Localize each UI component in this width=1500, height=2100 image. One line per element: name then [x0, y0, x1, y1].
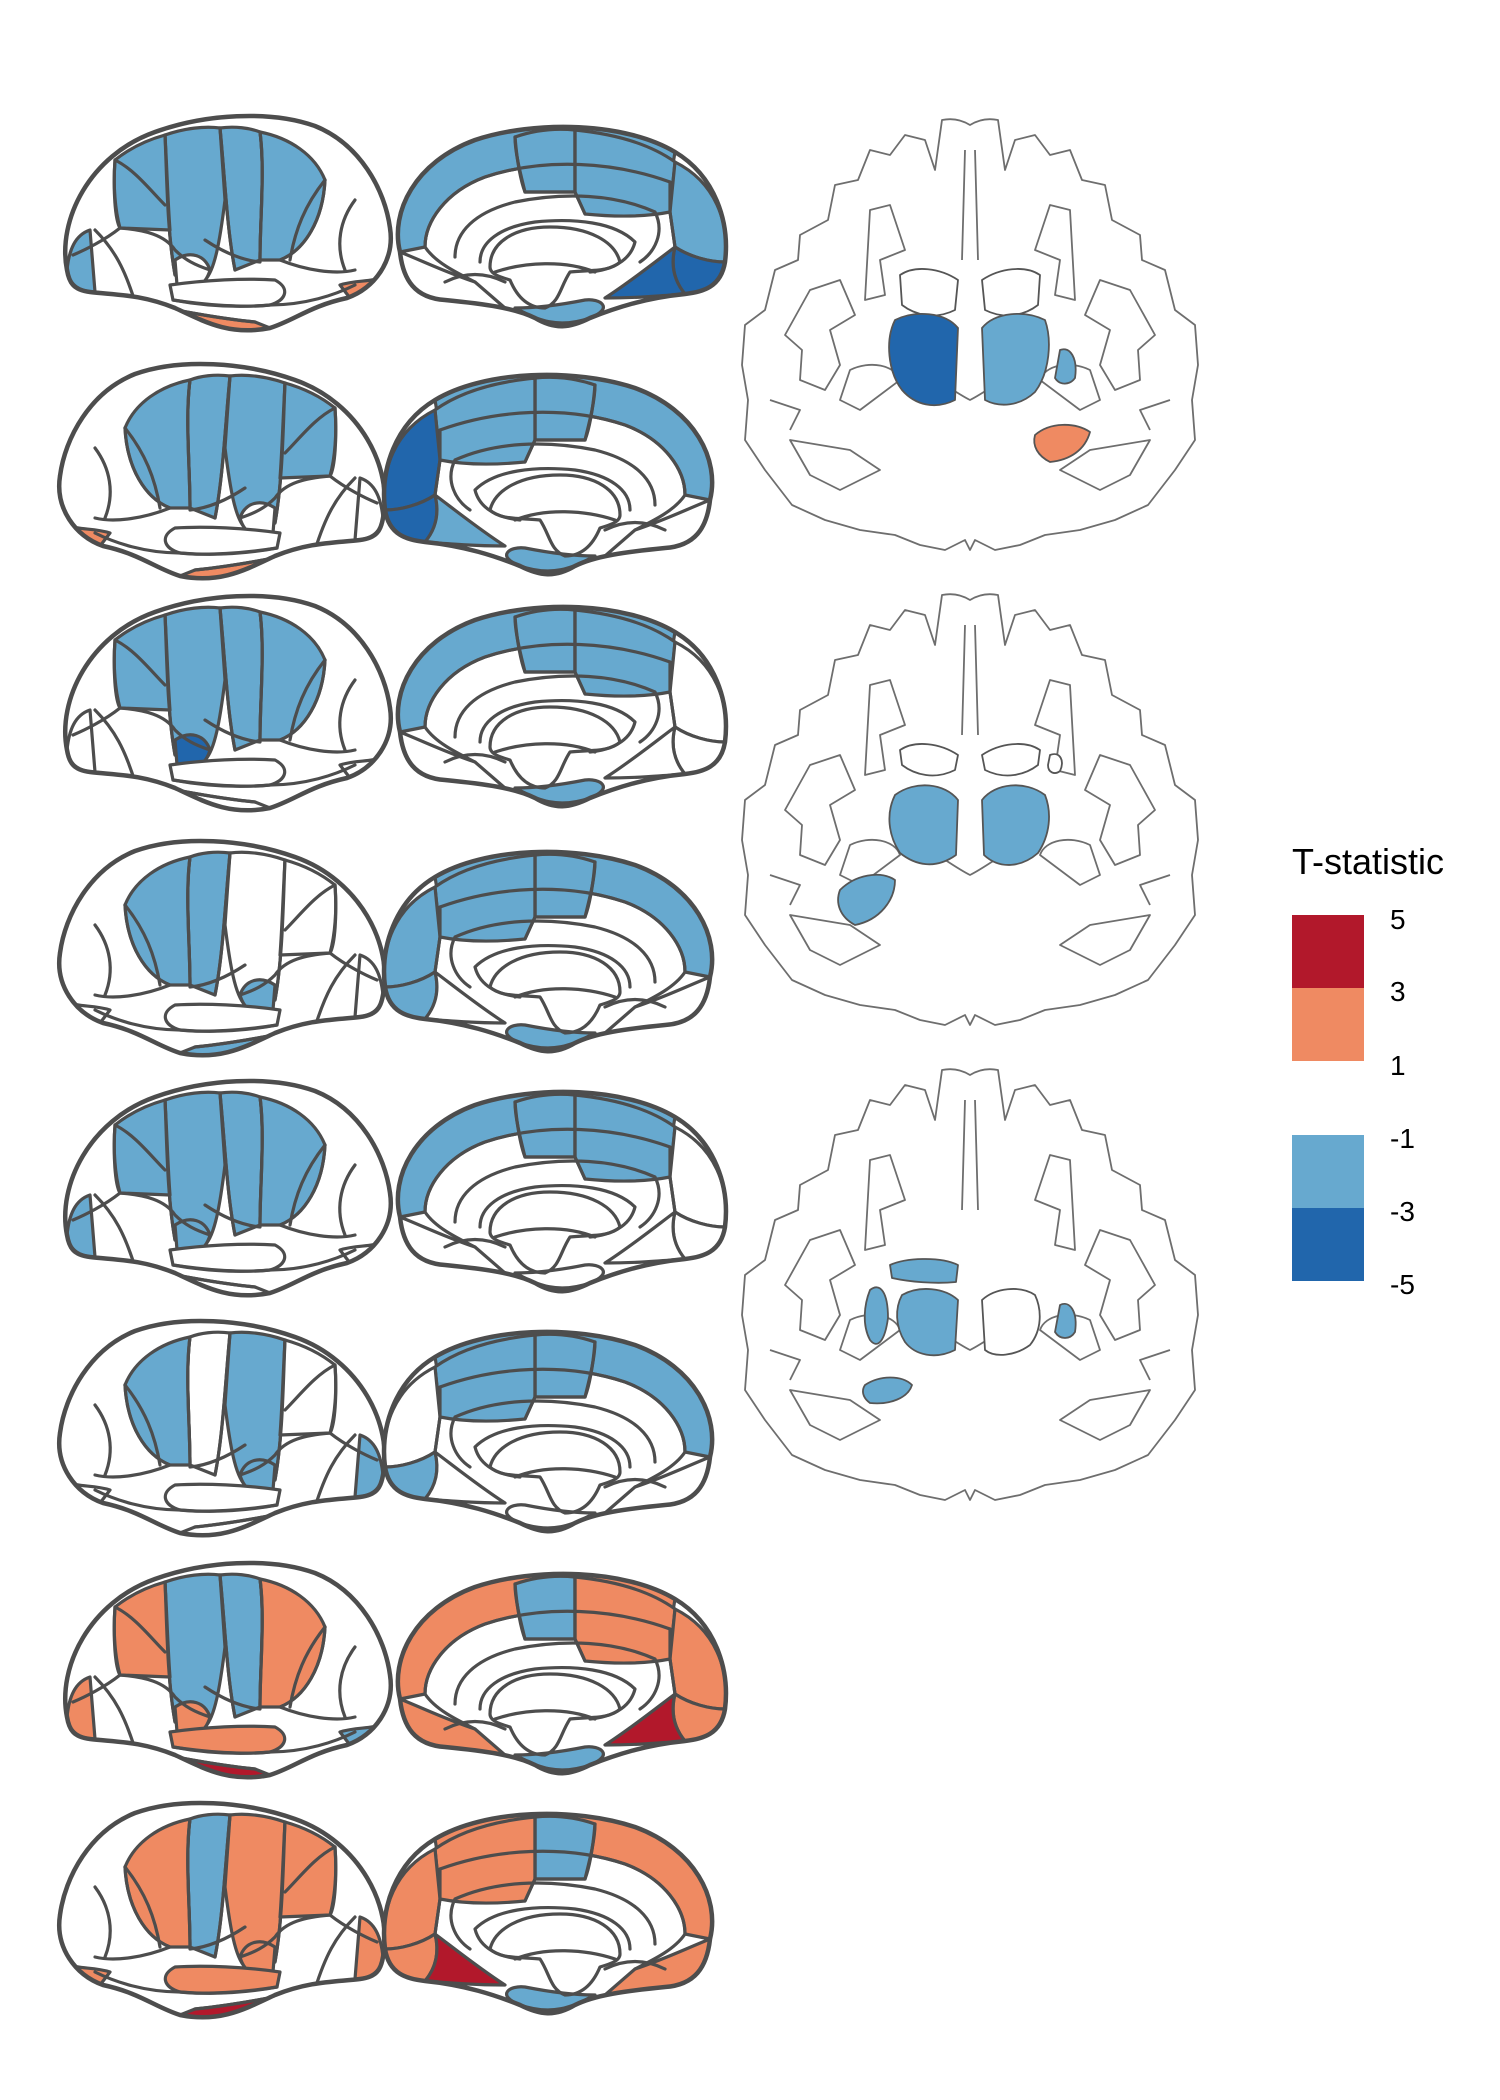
cortical-region [384, 408, 442, 512]
cortical-region [603, 1210, 687, 1265]
cortical-region [533, 852, 597, 919]
cortical-region [384, 1847, 442, 1951]
subcortical-structure [862, 1376, 913, 1405]
medial-surface-row-5 [395, 1089, 729, 1294]
medial-surface-row-1 [395, 124, 729, 329]
subcortical-structure [863, 1286, 889, 1345]
coronal-slice-2 [741, 593, 1199, 1026]
lateral-surface-row-4 [56, 838, 387, 1058]
subcortical-structure [888, 784, 959, 866]
cortical-region [423, 493, 507, 548]
medial-surface-row-2 [381, 372, 715, 577]
subcortical-structure [981, 313, 1050, 406]
medial-surface-row-7 [395, 1571, 729, 1776]
cortical-region [668, 1607, 726, 1711]
cortical-region [533, 1332, 597, 1399]
lateral-surface-row-2 [56, 361, 387, 581]
subcortical-structure [896, 1288, 959, 1357]
cortical-region [384, 885, 442, 989]
medial-surface-row-3 [395, 604, 729, 809]
lateral-surface-row-5 [63, 1078, 394, 1298]
cortical-region [668, 1125, 726, 1229]
lateral-surface-row-8 [56, 1800, 387, 2020]
color-legend: T-statistic 5 3 1 -1 -3 -5 [1292, 841, 1444, 1300]
cortical-region [603, 245, 687, 300]
lateral-surface-row-1 [63, 113, 394, 333]
cortical-region [668, 640, 726, 744]
coronal-slice-1 [741, 118, 1199, 551]
cortical-region [423, 1450, 507, 1505]
subcortical-structure [981, 743, 1041, 777]
subcortical-structure [1047, 753, 1063, 774]
legend-tick-1: 1 [1390, 1050, 1406, 1081]
legend-title: T-statistic [1292, 841, 1444, 882]
legend-bin-neg [1292, 1135, 1364, 1208]
subcortical-structure [1033, 423, 1091, 463]
cortical-region [423, 1932, 507, 1987]
legend-tick-5: 5 [1390, 904, 1406, 935]
cortical-surface-panel [56, 113, 729, 2020]
cortical-region [533, 1814, 597, 1881]
cortical-region [603, 1692, 687, 1747]
legend-tick-3: 3 [1390, 976, 1406, 1007]
medial-surface-row-6 [381, 1329, 715, 1534]
cortical-region [384, 1365, 442, 1469]
coronal-slice-3 [741, 1068, 1199, 1501]
legend-tick-neg1: -1 [1390, 1123, 1415, 1154]
subcortical-structure [1054, 348, 1077, 385]
subcortical-structure [837, 873, 896, 926]
subcortical-structure [889, 1258, 959, 1284]
legend-bin-strong-neg [1292, 1208, 1364, 1281]
subcortical-structure [888, 313, 959, 407]
lateral-surface-row-3 [63, 593, 394, 813]
cortical-region [513, 1092, 577, 1159]
cortical-region [668, 160, 726, 264]
cortical-region [603, 725, 687, 780]
medial-surface-row-4 [381, 849, 715, 1054]
subcortical-structure [981, 268, 1041, 317]
legend-tick-neg5: -5 [1390, 1269, 1415, 1300]
subcortical-structure [899, 268, 959, 317]
subcortical-structure [981, 784, 1050, 866]
coronal-slice-panel [741, 118, 1199, 1501]
legend-bin-strong-pos [1292, 915, 1364, 988]
legend-tick-neg3: -3 [1390, 1196, 1415, 1227]
subcortical-structure [1054, 1303, 1077, 1339]
legend-bin-pos [1292, 988, 1364, 1061]
cortical-region [423, 970, 507, 1025]
cortical-region [533, 375, 597, 442]
lateral-surface-row-6 [56, 1318, 387, 1538]
cortical-region [513, 1574, 577, 1641]
medial-surface-row-8 [381, 1811, 715, 2016]
cortical-region [513, 607, 577, 674]
subcortical-structure [981, 1288, 1041, 1356]
lateral-surface-row-7 [63, 1560, 394, 1780]
cortical-region [513, 127, 577, 194]
subcortical-structure [899, 743, 959, 777]
